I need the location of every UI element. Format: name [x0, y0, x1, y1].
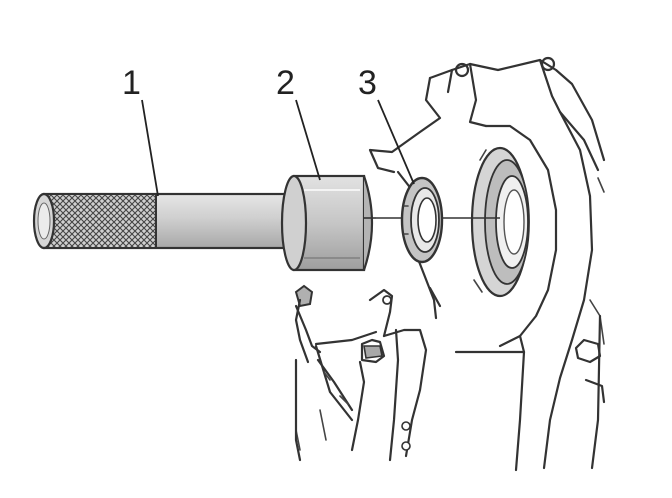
leader-3	[377, 99, 415, 185]
callout-label-2: 2	[276, 64, 295, 102]
installer-sleeve-item-2	[280, 174, 376, 272]
lower-bracket	[294, 284, 428, 462]
callout-label-3: 3	[358, 64, 377, 102]
leader-2	[295, 99, 321, 181]
seal-installer-tool	[32, 174, 376, 272]
leader-1	[141, 99, 159, 197]
seal-item-3	[400, 176, 444, 264]
callout-label-1: 1	[122, 64, 141, 102]
seal-bore	[470, 146, 530, 298]
callout-leaders	[141, 99, 415, 197]
installer-handle-item-1	[32, 192, 306, 250]
